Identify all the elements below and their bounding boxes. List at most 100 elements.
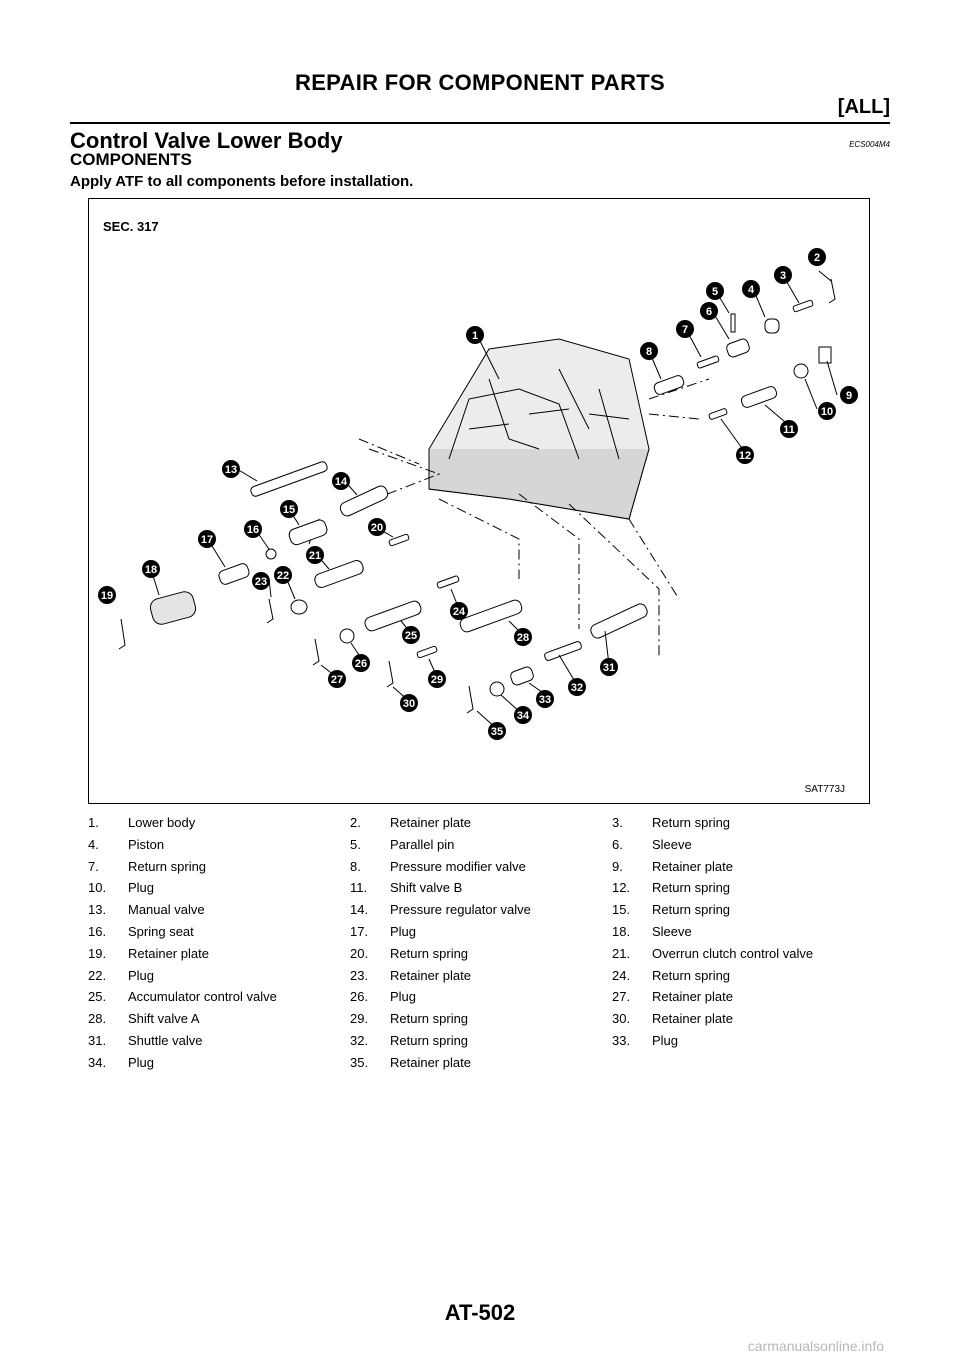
return-spring-29-drawing [416, 645, 438, 659]
callout-35: 35 [488, 722, 506, 740]
part-number: 2. [350, 815, 361, 830]
part-number: 8. [350, 858, 361, 874]
callout-circle [514, 706, 532, 724]
callout-19: 19 [98, 586, 116, 604]
callout-circle [676, 320, 694, 338]
callout-circle [222, 460, 240, 478]
part-name: Overrun clutch control valve [652, 945, 814, 961]
callout-circle [332, 472, 350, 490]
callout-circle [450, 602, 468, 620]
part-item: 10.Plug [88, 877, 350, 899]
callout-20: 20 [368, 518, 386, 536]
section-title: Control Valve Lower Body [70, 128, 343, 153]
part-item: 35.Retainer plate [350, 1052, 612, 1074]
retainer-plate-27-drawing [312, 638, 320, 666]
callout-33: 33 [536, 690, 554, 708]
callout-label: 26 [355, 658, 367, 670]
part-number: 30. [612, 1011, 631, 1027]
pressure-modifier-valve-drawing [653, 375, 685, 395]
part-item: 34.Plug [88, 1052, 350, 1074]
figure-code: SAT773J [804, 784, 845, 795]
callout-label: 7 [682, 324, 688, 336]
return-spring-32-drawing [544, 641, 582, 661]
part-number: 32. [350, 1032, 369, 1048]
callout-circle [742, 280, 760, 298]
retainer-plate-19-drawing [118, 618, 126, 650]
part-name: Shift valve B [390, 880, 463, 896]
callout-label: 9 [846, 390, 852, 402]
callout-label: 17 [201, 534, 213, 546]
callout-circle [244, 520, 262, 538]
callout-9: 9 [840, 386, 858, 404]
part-item: 8.Pressure modifier valve [350, 856, 612, 878]
callout-circle [280, 500, 298, 518]
retainer-plate-2-drawing [828, 278, 836, 304]
callout-label: 1 [472, 330, 478, 342]
part-item: 3. Return spring [612, 812, 870, 834]
plug-17-drawing [218, 563, 250, 585]
part-number: 35. [350, 1054, 369, 1070]
callout-32: 32 [568, 678, 586, 696]
part-name: Retainer plate [390, 815, 471, 830]
part-item: 15.Return spring [612, 899, 870, 921]
part-name: Plug [390, 989, 417, 1005]
subsection-title: COMPONENTS [70, 150, 192, 169]
part-number: 6. [612, 836, 623, 852]
part-name: Return spring [652, 967, 731, 983]
callout-14: 14 [332, 472, 350, 490]
part-number: 3. [612, 815, 623, 830]
callout-label: 12 [739, 450, 751, 462]
part-item: 6. Sleeve [612, 834, 870, 856]
part-item: 26.Plug [350, 986, 612, 1008]
callout-label: 23 [255, 576, 267, 588]
plug-26-drawing [339, 628, 355, 644]
part-number: 9. [612, 858, 623, 874]
retainer-plate-35-drawing [466, 685, 474, 714]
callout-28: 28 [514, 628, 532, 646]
page-header-title: REPAIR FOR COMPONENT PARTS [295, 70, 665, 95]
part-name: Return spring [652, 815, 731, 830]
part-item: 14.Pressure regulator valve [350, 899, 612, 921]
part-number: 29. [350, 1011, 369, 1027]
callout-25: 25 [402, 626, 420, 644]
part-item: 33.Plug [612, 1030, 870, 1052]
return-spring-3-drawing [792, 299, 814, 313]
callout-circle [328, 670, 346, 688]
part-item: 21.Overrun clutch control valve [612, 943, 870, 965]
callout-8: 8 [640, 342, 658, 360]
exploded-view-figure: SEC. 317 [88, 198, 870, 804]
callout-26: 26 [352, 654, 370, 672]
callout-30: 30 [400, 694, 418, 712]
overrun-clutch-valve-drawing [314, 560, 364, 588]
lower-body-lower-face [428, 448, 650, 520]
section-code: ECS004M4 [849, 140, 890, 149]
figure-sec-label: SEC. 317 [103, 219, 159, 234]
part-name: Return spring [652, 880, 731, 896]
callout-circle [840, 386, 858, 404]
part-number: 4. [88, 836, 99, 852]
part-number: 25. [88, 989, 107, 1005]
callout-label: 30 [403, 698, 415, 710]
callout-circle [600, 658, 618, 676]
callout-label: 2 [814, 252, 820, 264]
part-item: 27.Retainer plate [612, 986, 870, 1008]
part-number: 10. [88, 880, 107, 896]
part-item: 29.Return spring [350, 1008, 612, 1030]
callout-circle [736, 446, 754, 464]
part-number: 19. [88, 945, 107, 961]
manual-valve-drawing [250, 461, 328, 497]
part-item: 30.Retainer plate [612, 1008, 870, 1030]
sleeve-18-drawing [149, 591, 197, 625]
part-name: Manual valve [128, 902, 205, 918]
callout-circle [98, 586, 116, 604]
part-name: Retainer plate [390, 967, 471, 983]
callout-circle [274, 566, 292, 584]
part-name: Sleeve [652, 836, 692, 852]
part-item: 20.Return spring [350, 943, 612, 965]
callout-5: 5 [706, 282, 724, 300]
callout-circle [400, 694, 418, 712]
part-name: Plug [128, 967, 155, 983]
callout-11: 11 [780, 420, 798, 438]
callout-circle [142, 560, 160, 578]
